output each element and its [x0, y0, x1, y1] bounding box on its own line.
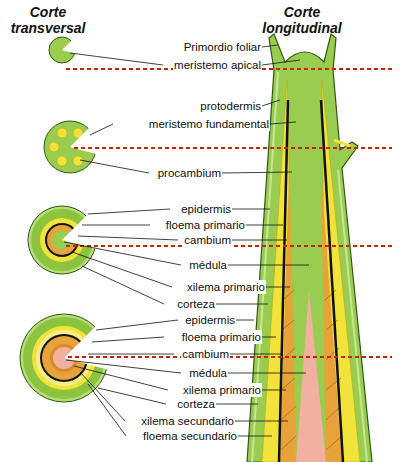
part-label: corteza: [176, 297, 216, 311]
part-label: meristemo fundamental: [148, 117, 270, 131]
part-label: protodermis: [199, 99, 262, 113]
part-label: cambium: [181, 347, 230, 361]
cross-section-3: [28, 180, 122, 274]
part-label: floema secundario: [142, 429, 238, 443]
cross-section-2: [44, 87, 130, 173]
longitudinal-section: [247, 34, 372, 462]
leader-lines: [64, 45, 309, 436]
part-label: médula: [188, 366, 228, 380]
part-label: epidermis: [184, 313, 236, 327]
section-title: Corte transversal: [6, 4, 90, 36]
section-title: Corte longitudinal: [254, 4, 350, 36]
part-label: floema primario: [181, 330, 262, 344]
part-label: epidermis: [180, 202, 232, 216]
cross-section-4: [20, 298, 124, 402]
part-label: corteza: [176, 397, 216, 411]
level-lines: [66, 69, 392, 357]
part-label: xilema primario: [186, 280, 266, 294]
part-label: xilema primario: [182, 383, 262, 397]
part-label: procambium: [157, 166, 222, 180]
part-label: médula: [188, 258, 228, 272]
part-label: xilema secundario: [140, 414, 235, 428]
part-label: floema primario: [165, 218, 246, 232]
part-label: meristemo apical: [173, 58, 262, 72]
part-label: Primordio foliar: [183, 40, 262, 54]
part-label: cambium: [183, 233, 232, 247]
